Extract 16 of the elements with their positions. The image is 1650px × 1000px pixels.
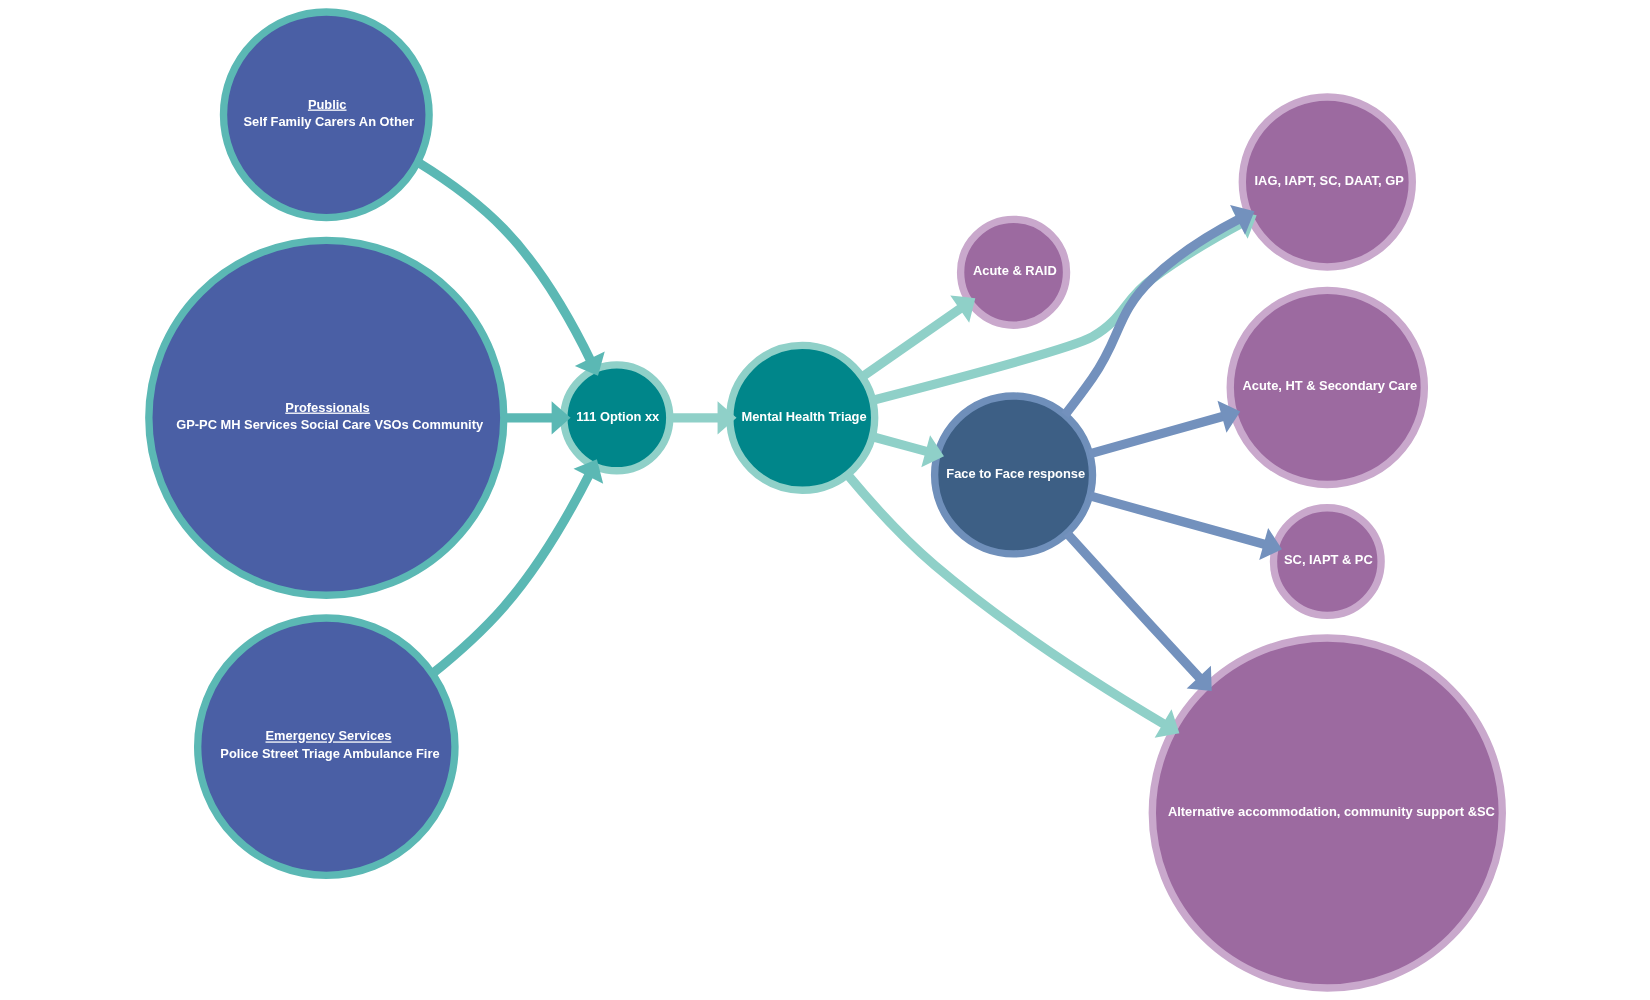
node-circle: Professionals GP-PC MH Services Social Care VSOs Community [144, 236, 507, 599]
arrow [1063, 530, 1212, 691]
node-circle: SC, IAPT & PC [1269, 504, 1385, 619]
node-circle: IAG, IAPT, SC, DAAT, GP [1238, 93, 1416, 271]
node-circle: Face to Face response [930, 392, 1096, 558]
node-circle: Mental Health Triage [725, 341, 878, 494]
node-circle: Acute, HT & Secondary Care [1226, 286, 1428, 489]
node-circle: Emergency Services Police Street Triage Ambulance Fire [193, 614, 459, 879]
arrow [1060, 205, 1254, 418]
node-circle: 111 Option xx [559, 361, 673, 475]
arrow [859, 295, 975, 381]
arrow [429, 459, 603, 678]
arrow [843, 471, 1179, 738]
node-circle: Acute & RAID [956, 215, 1070, 329]
node-circle: Public Self Family Carers An Other [219, 8, 433, 222]
node-circle: Alternative accommodation, community support &SC [1148, 634, 1506, 992]
